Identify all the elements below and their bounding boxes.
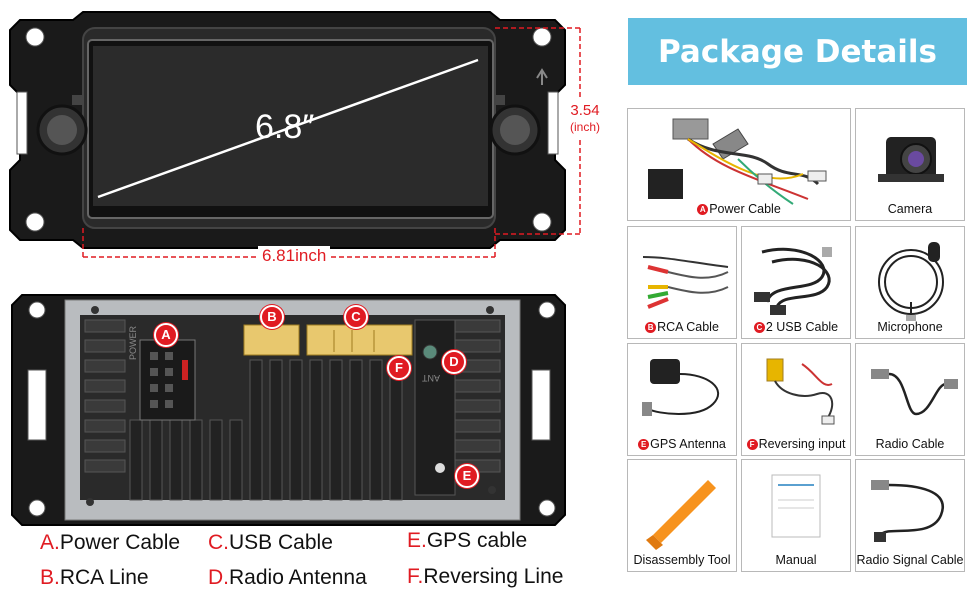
item-radio-signal-cable: Radio Signal Cable (855, 459, 965, 572)
legend-text: Radio Antenna (229, 566, 367, 589)
item-label: Manual (775, 553, 817, 567)
legend-usb-cable: C.USB Cable (208, 531, 333, 555)
marker-c: C (344, 305, 368, 329)
legend-letter: B. (40, 566, 60, 589)
radio-signal-cable-icon (871, 480, 944, 542)
item-badge: A (697, 204, 709, 215)
legend-radio-antenna: D.Radio Antenna (208, 566, 367, 590)
height-value: 3.54 (570, 102, 600, 119)
radio-cable-icon (871, 369, 958, 416)
item-badge: E (638, 439, 650, 450)
marker-a: A (154, 323, 178, 347)
marker-b: B (260, 305, 284, 329)
item-microphone: Microphone (855, 226, 965, 339)
disassembly-tool-icon (646, 480, 716, 550)
item-radio-cable: Radio Cable (855, 343, 965, 456)
item-disassembly-tool: Disassembly Tool (627, 459, 737, 572)
legend-power-cable: A.Power Cable (40, 531, 180, 555)
marker-d: D (442, 350, 466, 374)
gps-antenna-icon (642, 359, 720, 416)
legend-letter: C. (208, 531, 229, 554)
legend-gps-cable: E.GPS cable (407, 529, 527, 553)
height-unit: (inch) (569, 120, 600, 134)
item-label: Disassembly Tool (633, 553, 731, 567)
marker-f: F (387, 356, 411, 380)
legend-letter: F. (407, 565, 424, 588)
legend-text: USB Cable (229, 531, 333, 554)
item-label: Radio Cable (875, 437, 945, 451)
item-camera: Camera (855, 108, 965, 221)
back-unit-drawing (11, 294, 566, 526)
item-label: Microphone (877, 320, 943, 334)
ant-text: ANT (422, 373, 440, 383)
item-manual: Manual (741, 459, 851, 572)
legend-text: Power Cable (59, 531, 181, 554)
legend-text: GPS cable (426, 529, 528, 552)
usb-cable-icon (754, 247, 832, 315)
legend-rca-line: B.RCA Line (40, 566, 149, 590)
legend-text: RCA Line (59, 566, 149, 589)
power-cable-icon (648, 118, 827, 205)
item-label: Radio Signal Cable (856, 553, 964, 567)
package-details-title: Package Details (628, 18, 967, 85)
power-text: POWER (128, 325, 138, 360)
screen-size-label: 6.8″ (255, 108, 315, 146)
legend-text: Reversing Line (423, 565, 564, 588)
legend-letter: E. (407, 529, 427, 552)
marker-e: E (455, 464, 479, 488)
item-badge: C (753, 322, 765, 333)
item-label: Camera (887, 202, 933, 216)
legend-letter: A. (40, 531, 60, 554)
manual-icon (771, 474, 821, 538)
width-dimension-label: 6.81inch (258, 246, 331, 266)
item-badge: F (746, 439, 758, 450)
microphone-icon (878, 242, 944, 321)
rca-cable-icon (642, 256, 729, 309)
height-dimension: 3.54 (inch) (565, 103, 605, 135)
front-unit-drawing (9, 11, 581, 258)
item-badge: B (645, 322, 657, 333)
camera-icon (878, 137, 944, 182)
legend-reversing-line: F.Reversing Line (407, 565, 563, 589)
reversing-input-icon (766, 358, 835, 425)
legend-letter: D. (208, 566, 229, 589)
